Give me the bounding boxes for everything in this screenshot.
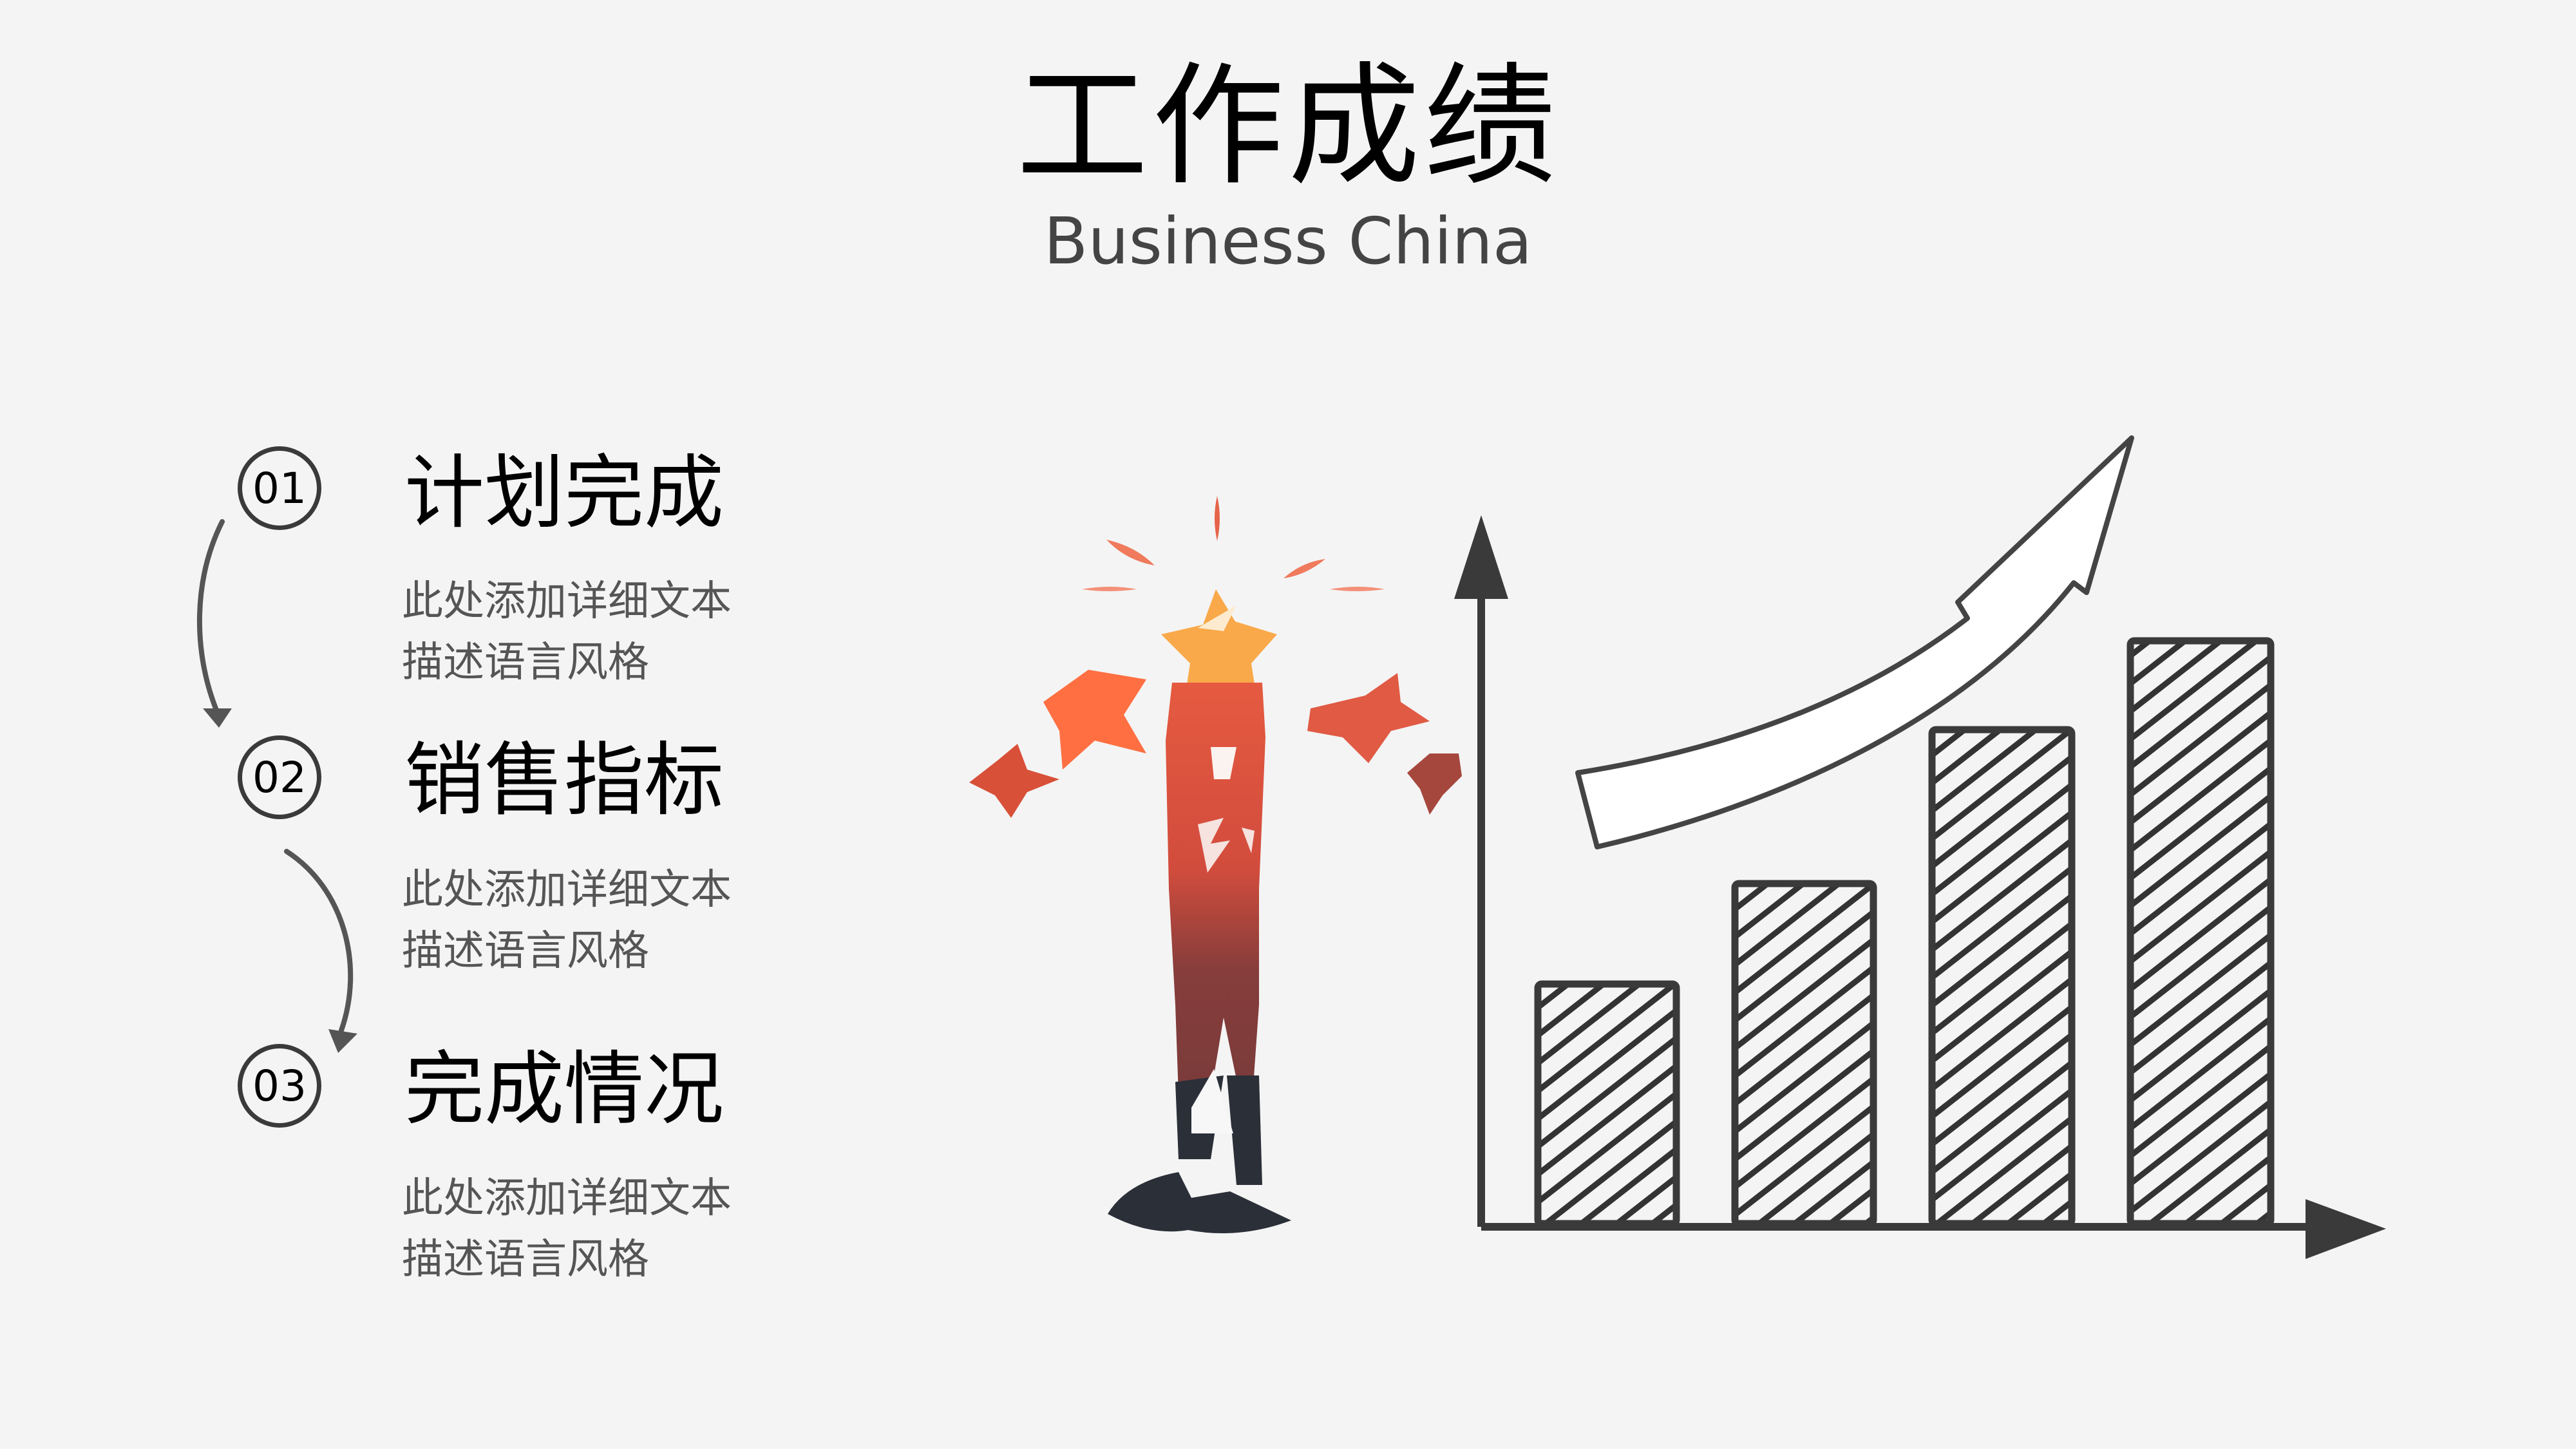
step-description-line: 此处添加详细文本	[402, 866, 732, 914]
step-description-line: 描述语言风格	[402, 1236, 649, 1283]
flow-arrow-icon	[196, 519, 354, 1033]
step-heading: 销售指标	[404, 734, 724, 827]
step-number-badge: 02	[238, 735, 321, 819]
step-description-line: 描述语言风格	[402, 639, 649, 687]
step-description: 此处添加详细文本 描述语言风格	[402, 1168, 732, 1291]
chart-bar	[1731, 880, 1877, 1227]
step-heading: 计划完成	[404, 447, 724, 540]
step-heading: 完成情况	[404, 1043, 724, 1136]
step-number-badge: 01	[238, 446, 321, 530]
arrowhead-icon	[328, 1029, 357, 1053]
y-axis-arrowhead-icon	[1454, 515, 1508, 599]
page-subtitle: Business China	[1043, 204, 1533, 279]
step-number-badge: 03	[238, 1044, 321, 1128]
arrowhead-icon	[203, 708, 232, 728]
step-description-line: 描述语言风格	[402, 927, 649, 975]
x-axis-arrowhead-icon	[2306, 1199, 2386, 1259]
step-description-line: 此处添加详细文本	[402, 578, 732, 625]
step-description: 此处添加详细文本 描述语言风格	[402, 571, 732, 694]
chart-bar	[1928, 726, 2076, 1227]
person-holding-star-icon	[969, 496, 1462, 1233]
step-description: 此处添加详细文本 描述语言风格	[402, 860, 732, 982]
step-description-line: 此处添加详细文本	[402, 1175, 732, 1222]
chart-bar	[1534, 980, 1680, 1227]
hand-drawn-bar-chart-icon	[1454, 435, 2386, 1259]
growth-arrow-icon	[1575, 435, 2134, 849]
page-title: 工作成绩	[1016, 50, 1560, 204]
chart-bar	[2126, 637, 2275, 1227]
